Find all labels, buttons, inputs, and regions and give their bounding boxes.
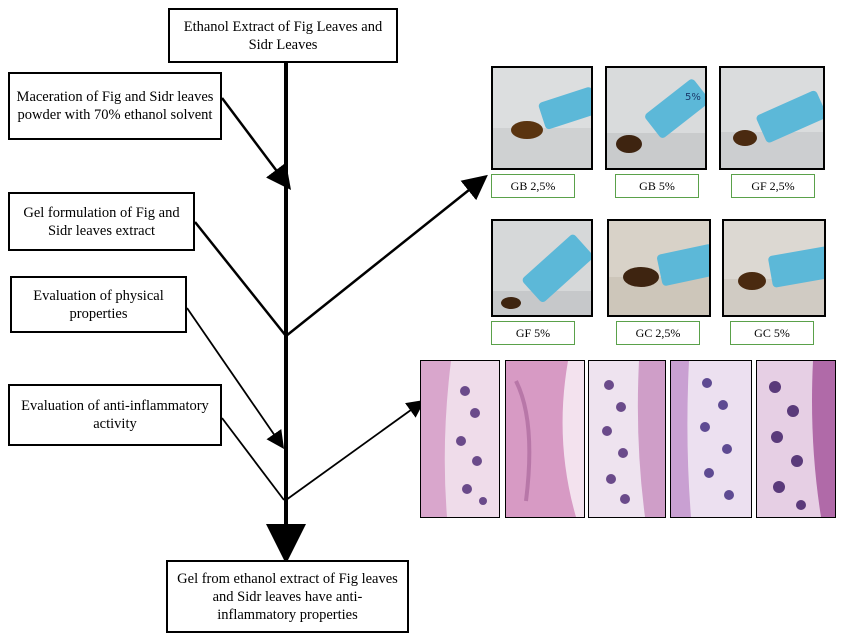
histology-panel-1 [420,360,500,518]
histology-panel-1-image [421,361,499,517]
gel-sample-label-5-text: GC 2,5% [635,325,681,340]
anti-inflammatory-box-text: Evaluation of anti-inflammatory activity [21,398,209,432]
gel-sample-label-2: GB 5% [615,174,699,198]
gel-sample-label-1: GB 2,5% [491,174,575,198]
gel-sample-label-1-text: GB 2,5% [510,178,556,193]
maceration-box-text: Maceration of Fig and Sidr leaves powder… [16,89,214,123]
gel-photo-5 [607,219,711,317]
physical-arrow [186,307,285,449]
gel-photo-6-image [724,221,824,315]
gel-formulation-line [194,221,287,337]
gel-photo-2-image: 5% [607,68,705,168]
gel-photo-3-image [721,68,823,168]
result-box: Gel from ethanol extract of Fig leaves a… [166,560,409,633]
maceration-box: Maceration of Fig and Sidr leaves powder… [8,72,222,140]
top-box: Ethanol Extract of Fig Leaves and Sidr L… [168,8,398,63]
histology-panel-3 [588,360,666,518]
gel-photo-3 [719,66,825,170]
gel-photo-5-image [609,221,709,315]
gel-photo-1-image [493,68,591,168]
top-box-text: Ethanol Extract of Fig Leaves and Sidr L… [183,18,383,53]
anti-inflammatory-line [221,417,285,501]
histology-panel-4 [670,360,752,518]
result-box-text: Gel from ethanol extract of Fig leaves a… [177,570,398,623]
histology-panel-5 [756,360,836,518]
gel-photo-1 [491,66,593,170]
physical-evaluation-box-text: Evaluation of physical properties [33,287,164,322]
gel-sample-label-6: GC 5% [730,321,814,345]
anti-inflammatory-box: Evaluation of anti-inflammatory activity [8,384,222,446]
gel-sample-label-3: GF 2,5% [731,174,815,198]
histology-panel-5-image [757,361,835,517]
gel-sample-label-3-text: GF 2,5% [751,178,795,193]
gel-sample-label-6-text: GC 5% [754,325,790,340]
histology-panel-3-image [589,361,665,517]
gel-photo-6 [722,219,826,317]
gel-sample-label-4-text: GF 5% [515,325,551,340]
histology-panel-4-image [671,361,751,517]
histology-panel-2-image [506,361,584,517]
physical-evaluation-box: Evaluation of physical properties [10,276,187,333]
gel-photos-arrow [285,174,488,337]
gel-photo-2: 5% [605,66,707,170]
gel-formulation-box: Gel formulation of Fig and Sidr leaves e… [8,192,195,251]
gel-photo-4 [491,219,593,317]
gel-photo-4-image [493,221,591,315]
tube-label-text: 5% [685,92,701,103]
gel-sample-label-4: GF 5% [491,321,575,345]
histology-panel-2 [505,360,585,518]
histology-arrow [285,399,425,501]
maceration-arrow [221,97,291,190]
gel-sample-label-2-text: GB 5% [639,178,675,193]
gel-formulation-box-text: Gel formulation of Fig and Sidr leaves e… [23,204,180,239]
gel-sample-label-5: GC 2,5% [616,321,700,345]
